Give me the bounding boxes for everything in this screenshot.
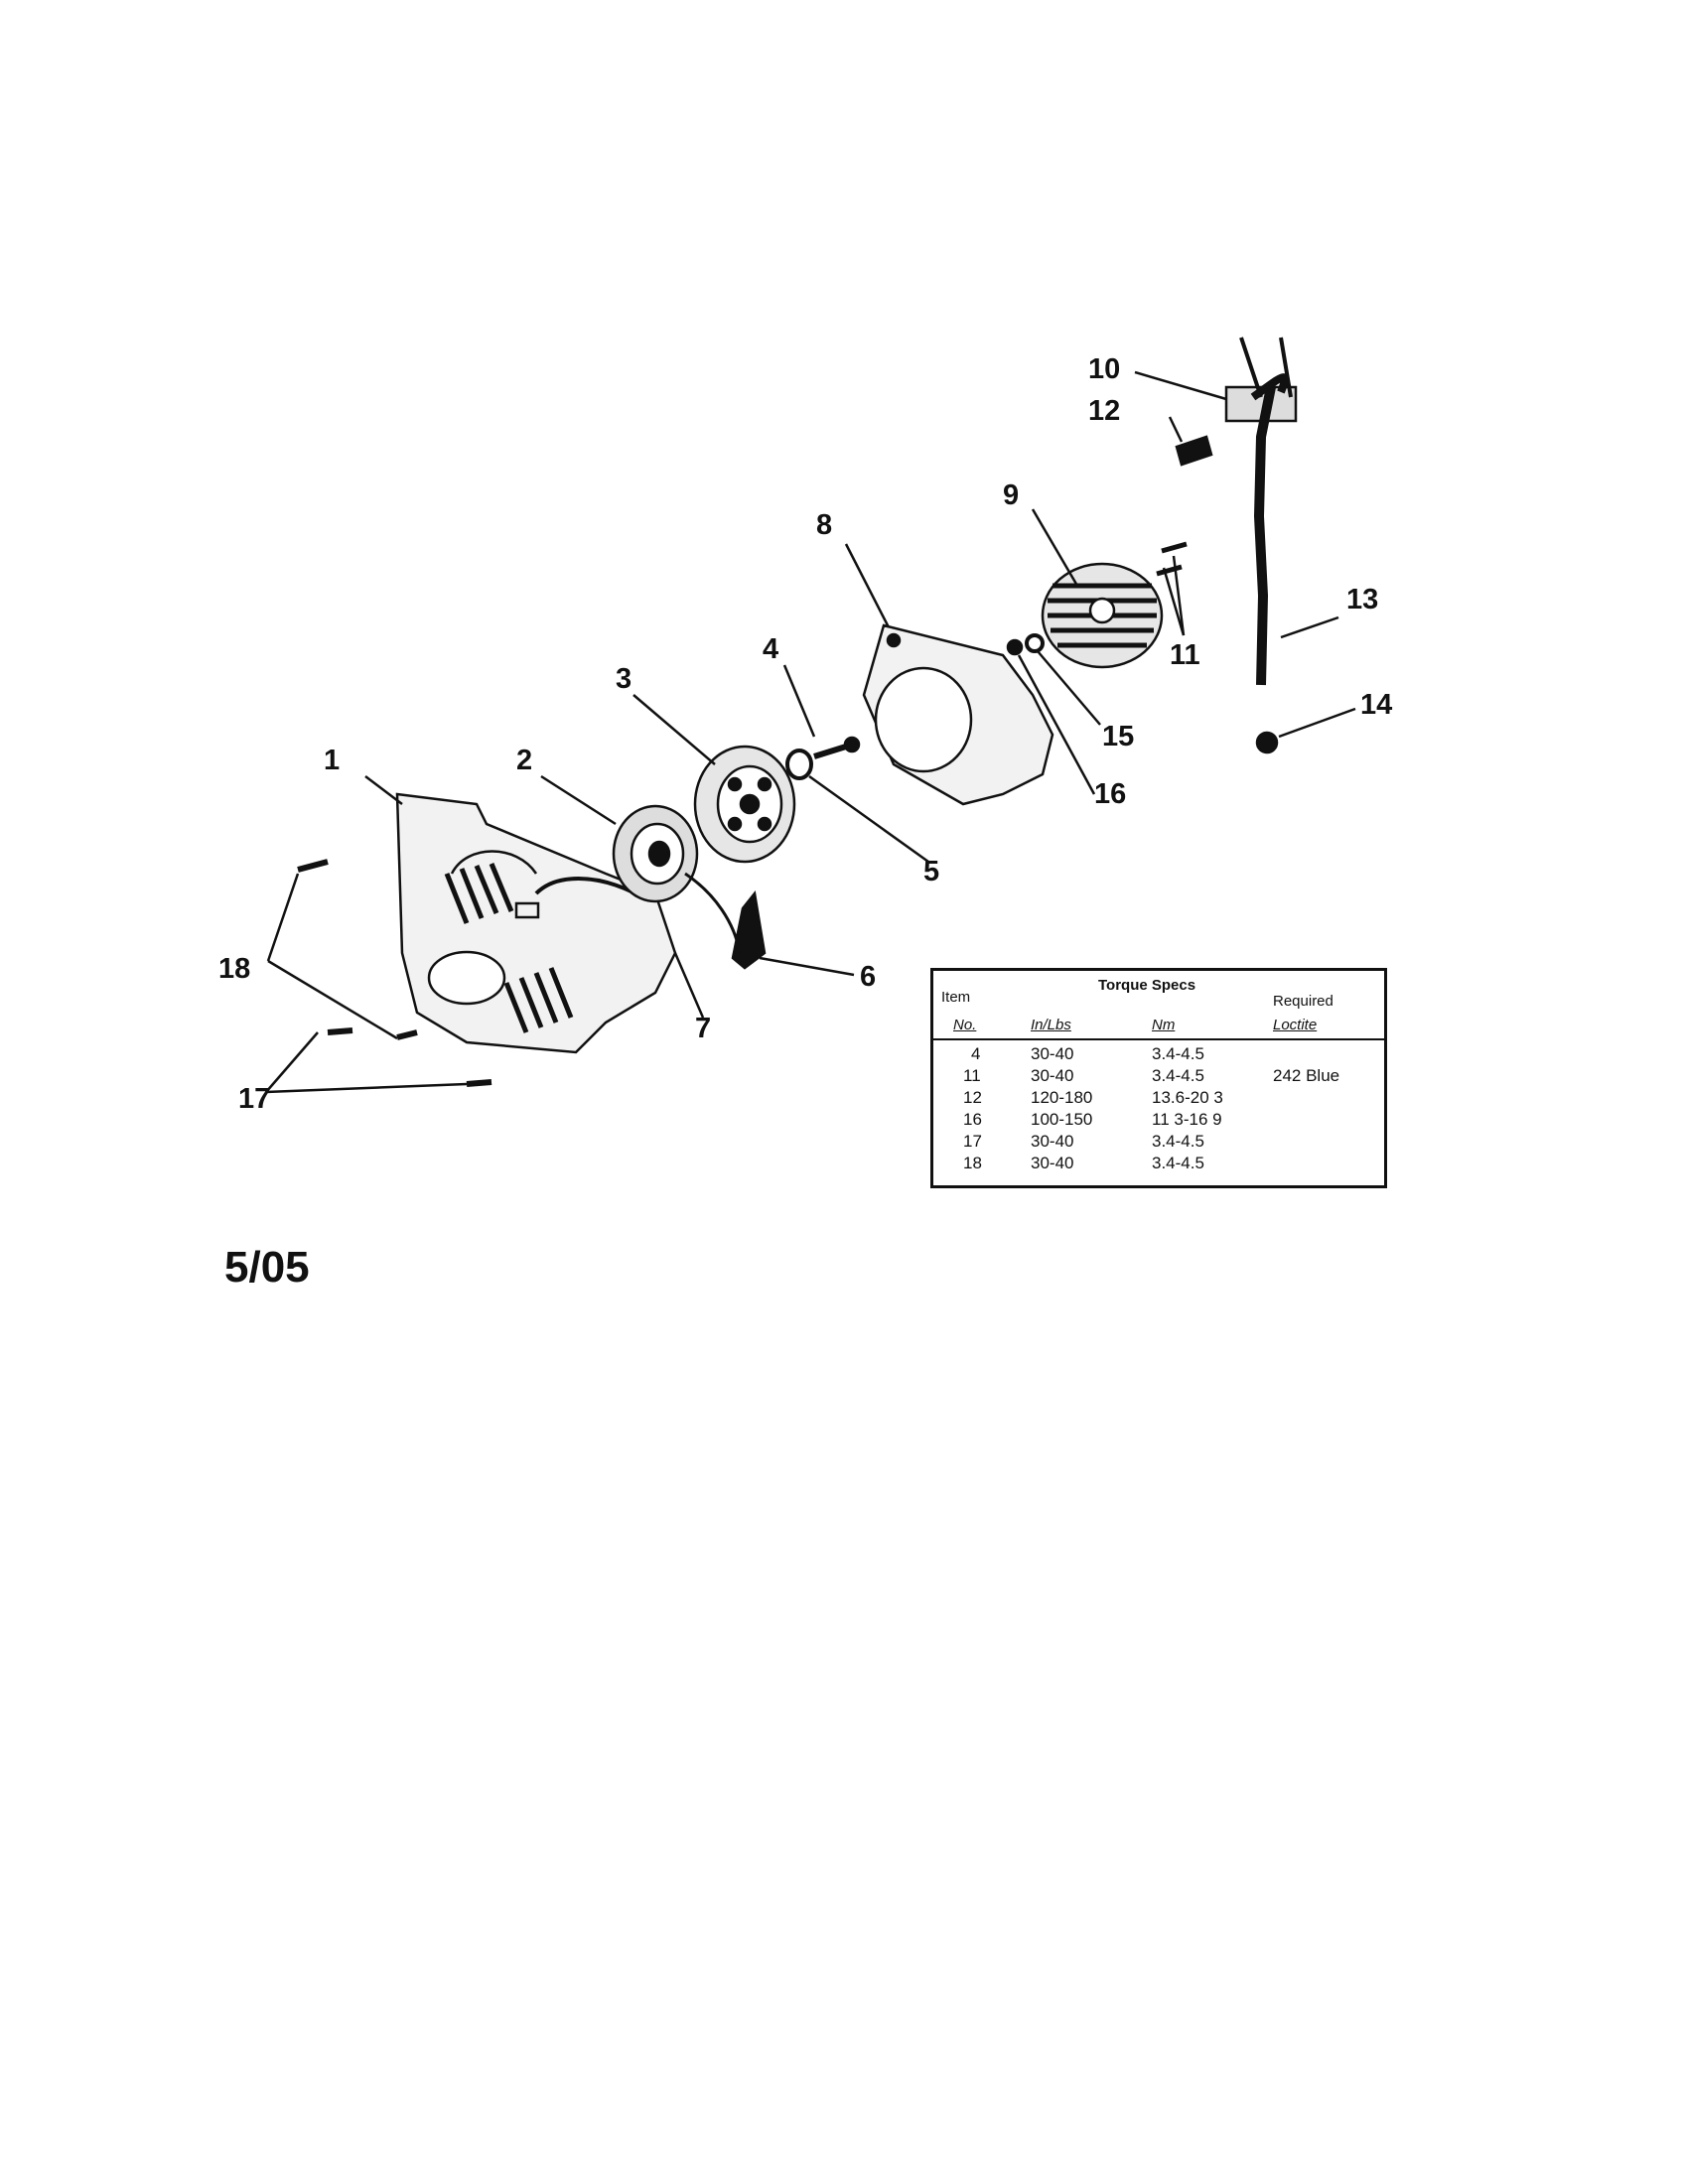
callout-16: 16 xyxy=(1094,778,1127,810)
row-in-lbs: 30-40 xyxy=(1031,1066,1074,1085)
row-item: 16 xyxy=(963,1110,982,1129)
part-3-starter-pulley xyxy=(693,745,796,864)
row-item: 4 xyxy=(971,1044,981,1063)
callout-15: 15 xyxy=(1102,721,1135,752)
part-18-screws xyxy=(297,859,418,1040)
part-15-washer xyxy=(1025,633,1045,653)
row-nm: 3.4-4.5 xyxy=(1152,1132,1204,1151)
callout-18: 18 xyxy=(218,953,251,985)
header-item: Item xyxy=(941,989,971,1006)
row-item: 11 xyxy=(963,1066,981,1085)
callout-11: 11 xyxy=(1170,639,1200,671)
callout-17: 17 xyxy=(238,1083,271,1115)
part-13-ignition-lead xyxy=(1253,386,1276,686)
row-in-lbs: 30-40 xyxy=(1031,1154,1074,1172)
callout-3: 3 xyxy=(616,663,632,695)
row-in-lbs: 100-150 xyxy=(1031,1110,1093,1129)
callout-9: 9 xyxy=(1003,479,1020,511)
callout-6: 6 xyxy=(860,961,877,993)
part-16-nut xyxy=(1006,638,1024,656)
header-item-no: No. xyxy=(953,1017,977,1033)
callout-1: 1 xyxy=(324,745,341,776)
part-9-flywheel xyxy=(1041,562,1164,669)
row-loctite: 242 Blue xyxy=(1273,1066,1340,1085)
row-nm: 11 3-16 9 xyxy=(1152,1110,1222,1129)
row-item: 18 xyxy=(963,1154,982,1172)
part-6-starter-handle xyxy=(731,890,767,970)
callout-4: 4 xyxy=(763,633,779,665)
header-in-lbs: In/Lbs xyxy=(1031,1017,1071,1033)
header-required: Required xyxy=(1273,993,1333,1010)
torque-specs-table: Torque Specs Item No. In/Lbs Nm Required… xyxy=(930,968,1387,1188)
part-7-starter-rope xyxy=(684,872,742,954)
torque-table-title: Torque Specs xyxy=(1098,977,1196,994)
part-2-rewind-spring xyxy=(612,804,699,903)
header-loctite: Loctite xyxy=(1273,1017,1318,1033)
row-in-lbs: 30-40 xyxy=(1031,1132,1074,1151)
part-12-spark-plug xyxy=(1175,435,1213,467)
part-11-screws xyxy=(1156,541,1188,577)
callout-5: 5 xyxy=(923,856,940,887)
row-item: 12 xyxy=(963,1088,982,1107)
row-nm: 3.4-4.5 xyxy=(1152,1044,1204,1063)
row-nm: 3.4-4.5 xyxy=(1152,1066,1204,1085)
part-1-starter-housing xyxy=(395,792,677,1054)
part-14-boot xyxy=(1255,731,1279,754)
date-code: 5/05 xyxy=(224,1243,310,1292)
part-4-screw xyxy=(813,744,847,759)
callout-2: 2 xyxy=(516,745,533,776)
part-8-fan-housing xyxy=(862,623,1054,806)
callout-8: 8 xyxy=(816,509,833,541)
callout-12: 12 xyxy=(1088,395,1121,427)
callout-7: 7 xyxy=(695,1013,712,1044)
callout-10: 10 xyxy=(1088,353,1121,385)
header-rule xyxy=(933,1038,1384,1040)
leader-lines xyxy=(265,370,1356,1094)
row-in-lbs: 30-40 xyxy=(1031,1044,1074,1063)
part-17-screws xyxy=(327,1027,492,1087)
row-in-lbs: 120-180 xyxy=(1031,1088,1093,1107)
row-nm: 3.4-4.5 xyxy=(1152,1154,1204,1172)
row-item: 17 xyxy=(963,1132,982,1151)
header-nm: Nm xyxy=(1152,1017,1176,1033)
row-nm: 13.6-20 3 xyxy=(1152,1088,1223,1107)
callout-14: 14 xyxy=(1360,689,1393,721)
part-5-washer xyxy=(785,749,813,780)
callout-13: 13 xyxy=(1346,584,1379,615)
